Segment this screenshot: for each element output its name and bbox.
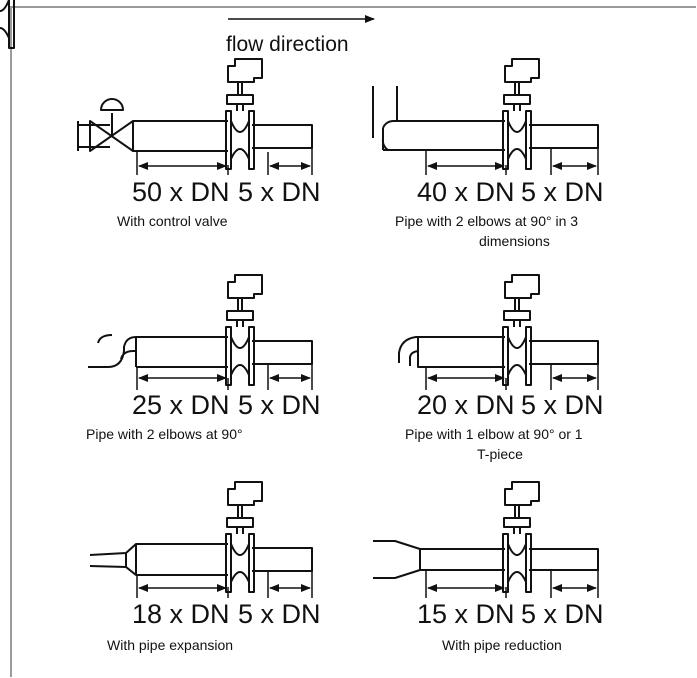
pipe bbox=[529, 340, 599, 365]
elbow-pipe bbox=[88, 334, 228, 368]
elbow-pipe bbox=[398, 336, 505, 368]
downstream-length: 5 x DN bbox=[238, 390, 321, 420]
pipe bbox=[133, 120, 313, 152]
inlet-pipe bbox=[77, 121, 110, 151]
caption-line-2: dimensions bbox=[479, 233, 550, 249]
caption-line-2: T-piece bbox=[477, 446, 523, 462]
downstream-length: 5 x DN bbox=[238, 177, 321, 207]
caption: With control valve bbox=[117, 213, 228, 229]
flowmeter bbox=[225, 58, 263, 170]
upstream-length: 25 x DN bbox=[132, 390, 230, 420]
flow-direction: flow direction bbox=[226, 15, 375, 56]
pipe bbox=[252, 340, 313, 365]
expanding-pipe bbox=[89, 543, 228, 576]
panel-reduction: 15 x DN 5 x DN With pipe reduction bbox=[373, 481, 604, 653]
elbow-pipe bbox=[372, 86, 505, 151]
downstream-length: 5 x DN bbox=[521, 390, 604, 420]
panel-two-elbows-3d: 40 x DN 5 x DN Pipe with 2 elbows at 90°… bbox=[372, 58, 604, 249]
flowmeter bbox=[502, 274, 540, 386]
downstream-length: 5 x DN bbox=[521, 599, 604, 629]
pipe bbox=[252, 547, 313, 572]
caption-line-1: Pipe with 2 elbows at 90° in 3 bbox=[395, 213, 578, 229]
flowmeter bbox=[502, 58, 540, 170]
caption-line-1: Pipe with 1 elbow at 90° or 1 bbox=[405, 426, 583, 442]
upstream-length: 50 x DN bbox=[132, 177, 230, 207]
pipe bbox=[529, 548, 599, 571]
panel-one-elbow: 20 x DN 5 x DN Pipe with 1 elbow at 90° … bbox=[398, 274, 604, 462]
downstream-length: 5 x DN bbox=[238, 599, 321, 629]
flowmeter bbox=[502, 481, 540, 593]
upstream-length: 20 x DN bbox=[417, 390, 515, 420]
flow-label: flow direction bbox=[226, 33, 349, 56]
panel-control-valve: 50 x DN 5 x DN With control valve bbox=[77, 58, 321, 229]
caption: With pipe reduction bbox=[442, 637, 562, 653]
caption: Pipe with 2 elbows at 90° bbox=[86, 426, 243, 442]
upstream-length: 15 x DN bbox=[417, 599, 515, 629]
flowmeter bbox=[225, 481, 263, 593]
caption: With pipe expansion bbox=[107, 637, 233, 653]
upstream-length: 40 x DN bbox=[417, 177, 515, 207]
figure-frame bbox=[10, 6, 696, 677]
flowmeter bbox=[225, 274, 263, 386]
upstream-length: 18 x DN bbox=[132, 599, 230, 629]
pipe bbox=[529, 124, 599, 149]
panel-expansion: 18 x DN 5 x DN With pipe expansion bbox=[89, 481, 321, 653]
reducing-pipe bbox=[373, 540, 505, 579]
panel-two-elbows: 25 x DN 5 x DN Pipe with 2 elbows at 90° bbox=[86, 274, 321, 442]
downstream-length: 5 x DN bbox=[521, 177, 604, 207]
valve-actuator bbox=[100, 98, 124, 136]
